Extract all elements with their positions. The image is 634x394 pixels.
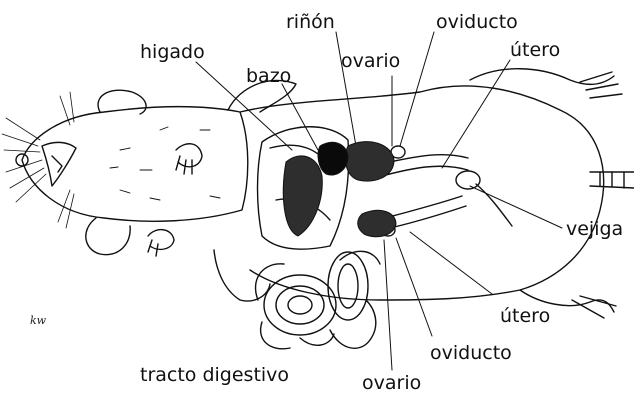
mouth xyxy=(42,142,76,186)
label-oviducto-bottom: oviducto xyxy=(430,344,512,363)
kidney-top xyxy=(345,142,394,181)
label-bazo: bazo xyxy=(246,67,291,86)
artist-signature: kw xyxy=(30,315,46,326)
label-rinon: riñón xyxy=(286,13,335,32)
head-outline xyxy=(22,107,248,222)
front-leg-bottom xyxy=(214,250,270,301)
hind-leg-top xyxy=(470,69,614,85)
label-utero-top: útero xyxy=(510,41,560,60)
adrenal-region xyxy=(318,142,348,175)
whiskers xyxy=(2,92,74,228)
eye-top xyxy=(176,144,202,174)
ear-bottom xyxy=(86,218,130,255)
kidney-bottom xyxy=(358,210,396,236)
label-ovario-top: ovario xyxy=(341,52,400,71)
spleen xyxy=(283,156,322,236)
label-tracto-digestivo: tracto digestivo xyxy=(140,366,289,385)
label-utero-bottom: útero xyxy=(500,307,550,326)
label-ovario-bottom: ovario xyxy=(362,374,421,393)
bladder xyxy=(456,171,480,189)
label-oviducto-top: oviducto xyxy=(436,13,518,32)
eye-bottom xyxy=(148,230,174,256)
label-vejiga: vejiga xyxy=(566,220,623,239)
label-higado: higado xyxy=(140,43,205,62)
